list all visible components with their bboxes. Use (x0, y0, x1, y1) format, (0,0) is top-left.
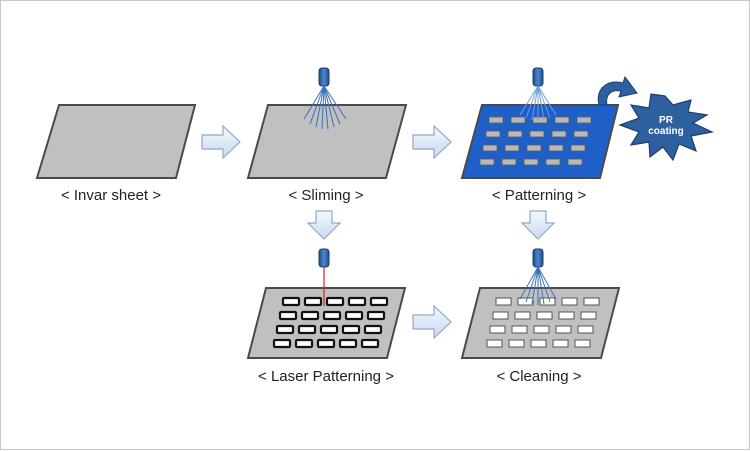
laser-head-icon (318, 248, 330, 306)
patterning-pr-plate (460, 104, 620, 179)
arrow-invar-to-sliming (201, 124, 241, 160)
patterning-stage (460, 67, 714, 179)
patterning-openings (479, 116, 592, 166)
cleaning-nozzle-icon (519, 248, 557, 305)
pr-coating-starburst-icon (618, 93, 714, 162)
invar-sheet-plate (35, 104, 197, 179)
pr-coating-label: PR coating (648, 115, 684, 137)
arrow-sliming-to-patterning (412, 124, 452, 160)
sliming-stage (246, 67, 408, 179)
laser-patterning-stage (246, 248, 407, 359)
cleaning-caption: < Cleaning > (496, 368, 582, 385)
invar-sheet-caption: < Invar sheet > (60, 187, 162, 204)
sliming-nozzle-icon (303, 67, 347, 130)
patterning-nozzle-icon (519, 67, 557, 121)
pr-coating-label-line2: coating (648, 126, 684, 137)
pr-coating-label-line1: PR (659, 115, 673, 126)
arrow-laser-to-cleaning (412, 304, 452, 340)
patterning-caption: < Patterning > (491, 187, 587, 204)
cleaning-openings (486, 297, 600, 348)
laser-patterning-caption: < Laser Patterning > (258, 368, 394, 385)
pr-coating-curved-arrow (597, 75, 638, 106)
sliming-caption: < Sliming > (288, 187, 364, 204)
sliming-sheet-plate (246, 104, 408, 179)
cleaning-stage (460, 248, 621, 359)
arrow-patterning-to-cleaning (520, 210, 556, 240)
arrow-sliming-to-laser (306, 210, 342, 240)
invar-sheet-stage (35, 104, 197, 179)
laser-openings (272, 296, 389, 349)
